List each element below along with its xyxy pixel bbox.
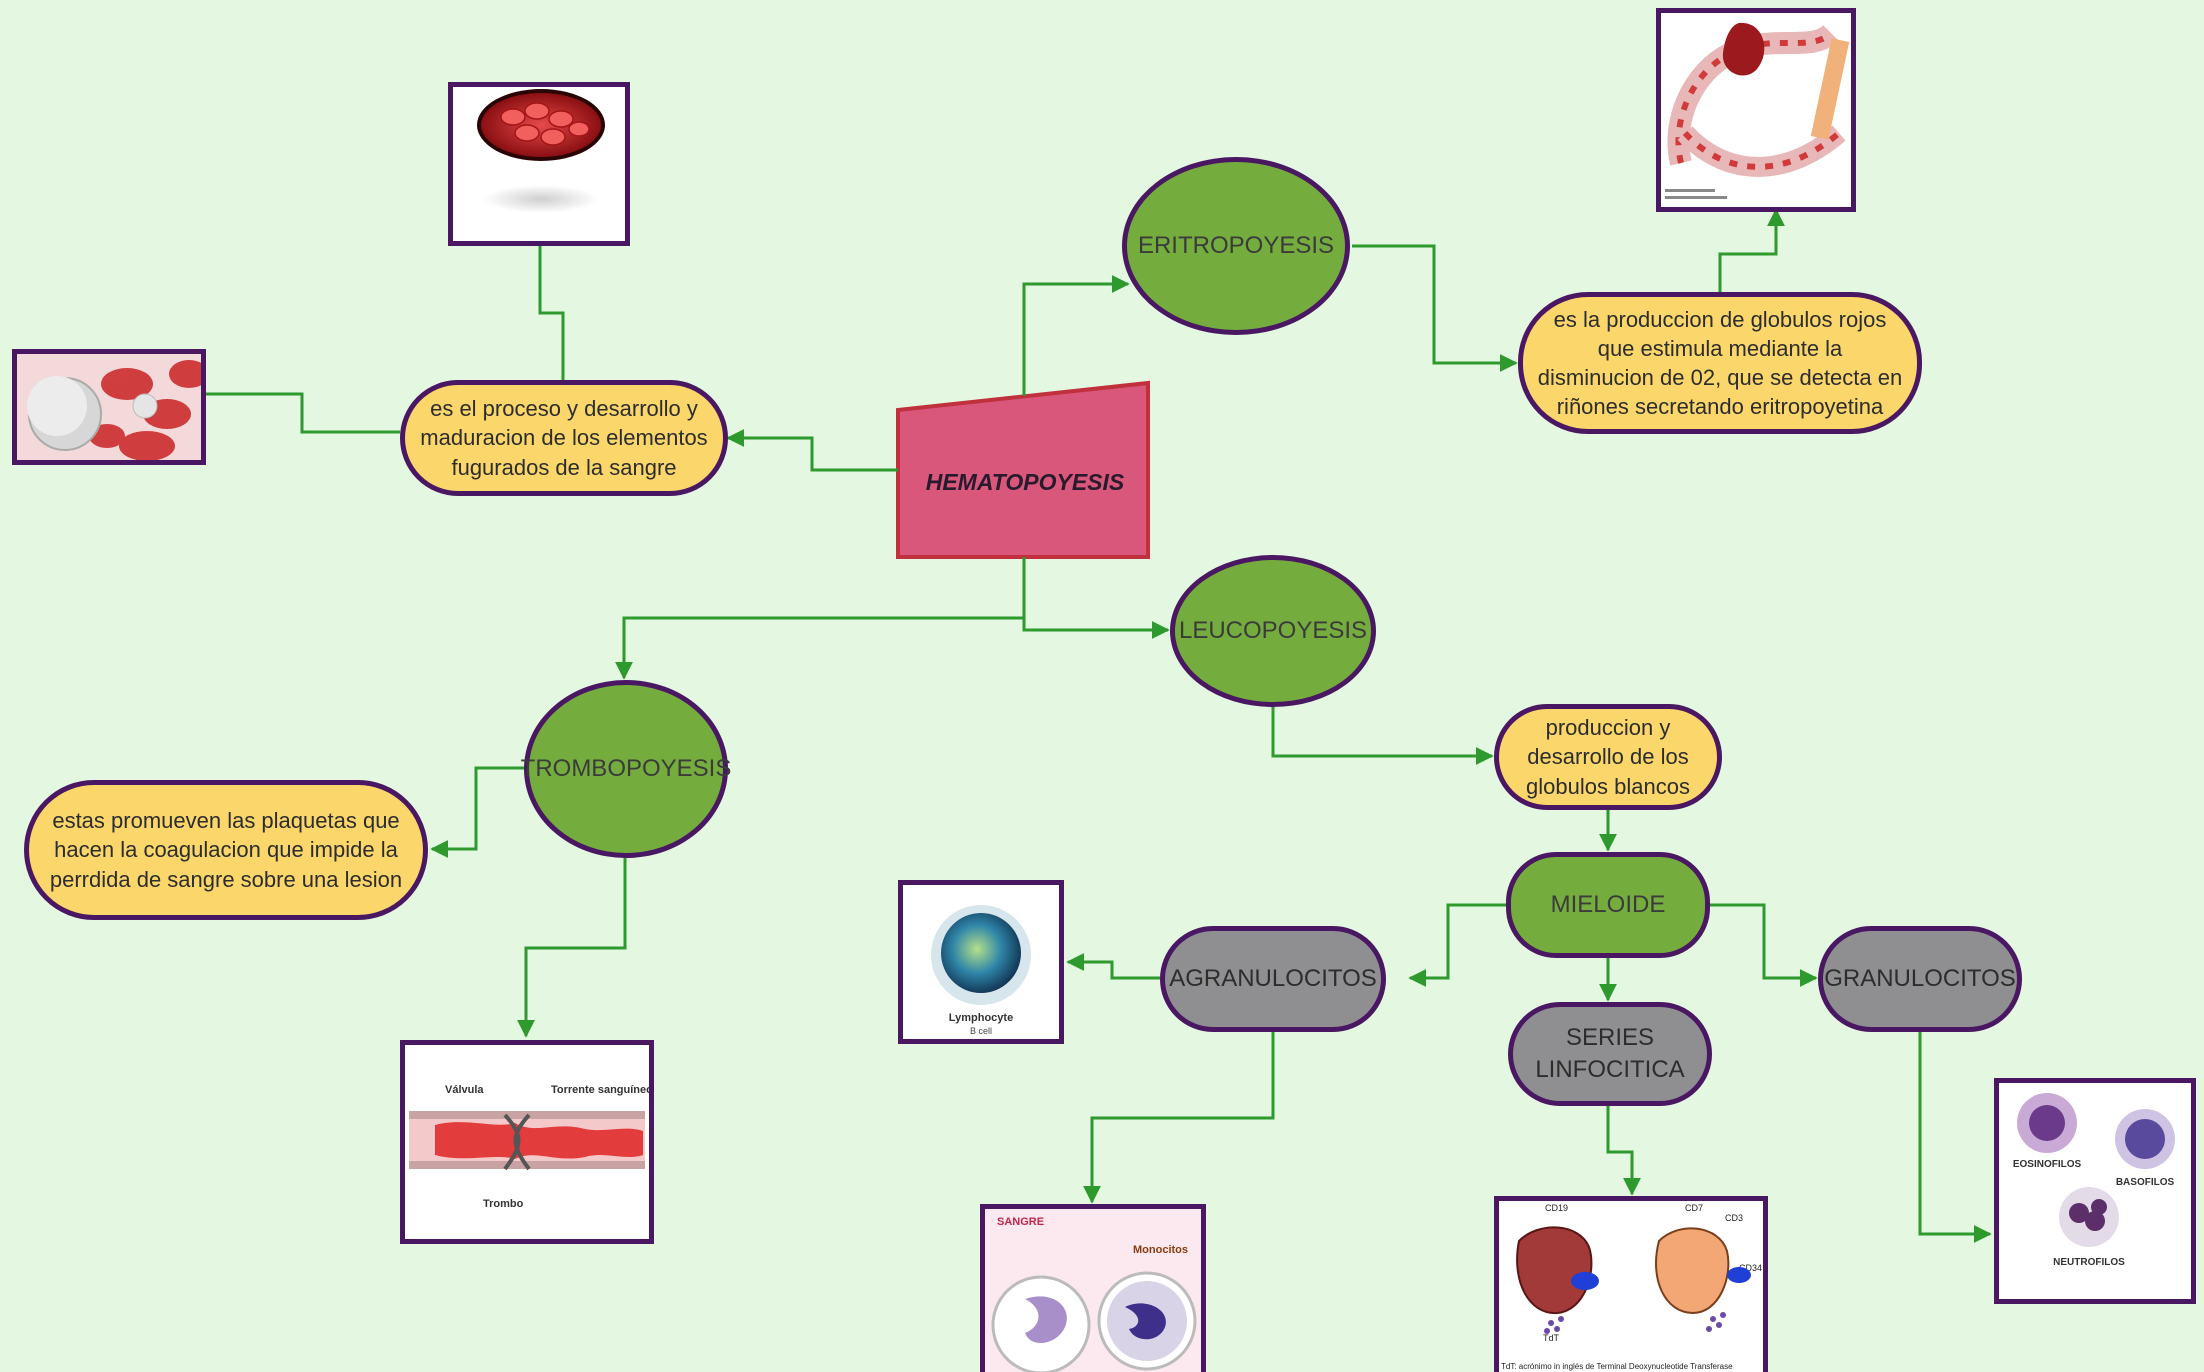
- trombopoyesis-description[interactable]: estas promueven las plaquetas que hacen …: [24, 780, 428, 920]
- tdt-footer: TdT: acrónimo in inglés de Terminal Deox…: [1501, 1362, 1733, 1371]
- connector-hema-trombo: [615, 557, 1026, 680]
- monocitos-caption: Monocitos: [1133, 1244, 1188, 1256]
- connector-desc-wbc: [206, 392, 400, 434]
- cd3-caption: CD3: [1725, 1213, 1743, 1223]
- torrente-caption: Torrente sanguíneo: [551, 1084, 649, 1096]
- central-node-label: HEMATOPOYESIS: [925, 468, 1125, 495]
- connector-agran-lymph: [1066, 953, 1160, 980]
- connector-hema-eritro: [1022, 275, 1130, 396]
- connector-trombo-desc: [430, 766, 524, 858]
- kidney-erythropoiesis-image[interactable]: [1656, 8, 1856, 212]
- connector-mieloide-agran: [1408, 903, 1508, 987]
- mieloide-node[interactable]: MIELOIDE: [1506, 852, 1710, 958]
- leucopoyesis-node[interactable]: LEUCOPOYESIS: [1170, 555, 1376, 707]
- basofilos-caption: BASOFILOS: [2116, 1177, 2175, 1188]
- cd7-caption: CD7: [1685, 1203, 1703, 1213]
- granulocytes-image[interactable]: EOSINOFILOS BASOFILOS NEUTROFILOS: [1994, 1078, 2196, 1304]
- hematopoyesis-description[interactable]: es el proceso y desarrollo y maduracion …: [400, 380, 728, 496]
- connector-gran-cells: [1918, 1030, 1992, 1243]
- connector-hema-leuco: [1022, 557, 1170, 639]
- trombo-caption: Trombo: [483, 1198, 524, 1210]
- thrombus-vessel-image[interactable]: Válvula Torrente sanguíneo Trombo: [400, 1040, 654, 1244]
- cd34-caption: CD34: [1739, 1263, 1762, 1273]
- connector-series-cd: [1606, 1104, 1641, 1196]
- leucopoyesis-description[interactable]: produccion y desarrollo de los globulos …: [1494, 704, 1722, 810]
- connector-agran-mono: [1083, 1030, 1275, 1204]
- cd19-caption: CD19: [1545, 1203, 1568, 1213]
- eosinofilos-caption: EOSINOFILOS: [2013, 1159, 2082, 1170]
- series-linfocitica-node[interactable]: SERIES LINFOCITICA: [1508, 1002, 1712, 1106]
- connector-eritrodesc-kidney: [1718, 208, 1785, 292]
- sangre-caption: SANGRE: [997, 1216, 1044, 1228]
- connector-hema-desc: [726, 429, 898, 472]
- neutrofilos-caption: NEUTROFILOS: [2053, 1257, 2125, 1268]
- lymphocyte-subcaption: B cell: [970, 1026, 992, 1036]
- connector-mieloide-gran: [1708, 903, 1818, 987]
- lymphocyte-caption: Lymphocyte: [949, 1012, 1013, 1024]
- trombopoyesis-node[interactable]: TROMBOPOYESIS: [521, 680, 731, 858]
- lymphocyte-markers-image[interactable]: CD19 CD7 CD3 CD34 TdT TdT: acrónimo in i…: [1494, 1196, 1768, 1372]
- connector-desc-redcells: [538, 245, 565, 380]
- red-blood-cells-image[interactable]: [448, 82, 630, 246]
- white-blood-cell-image[interactable]: [12, 349, 206, 465]
- eritropoyesis-node[interactable]: ERITROPOYESIS: [1122, 157, 1350, 335]
- lymphocyte-image[interactable]: Lymphocyte B cell: [898, 880, 1064, 1044]
- central-node-shape[interactable]: [896, 380, 1150, 559]
- connector-eritro-desc: [1352, 244, 1518, 372]
- monocytes-image[interactable]: SANGRE Monocitos: [980, 1204, 1206, 1372]
- valvula-caption: Válvula: [445, 1084, 484, 1096]
- connector-leuco-desc: [1271, 706, 1494, 765]
- granulocitos-node[interactable]: GRANULOCITOS: [1818, 926, 2022, 1032]
- tdt-caption: TdT: [1543, 1333, 1560, 1343]
- agranulocitos-node[interactable]: AGRANULOCITOS: [1160, 926, 1386, 1032]
- eritropoyesis-description[interactable]: es la produccion de globulos rojos que e…: [1518, 292, 1922, 434]
- connector-trombo-vessel: [517, 856, 627, 1038]
